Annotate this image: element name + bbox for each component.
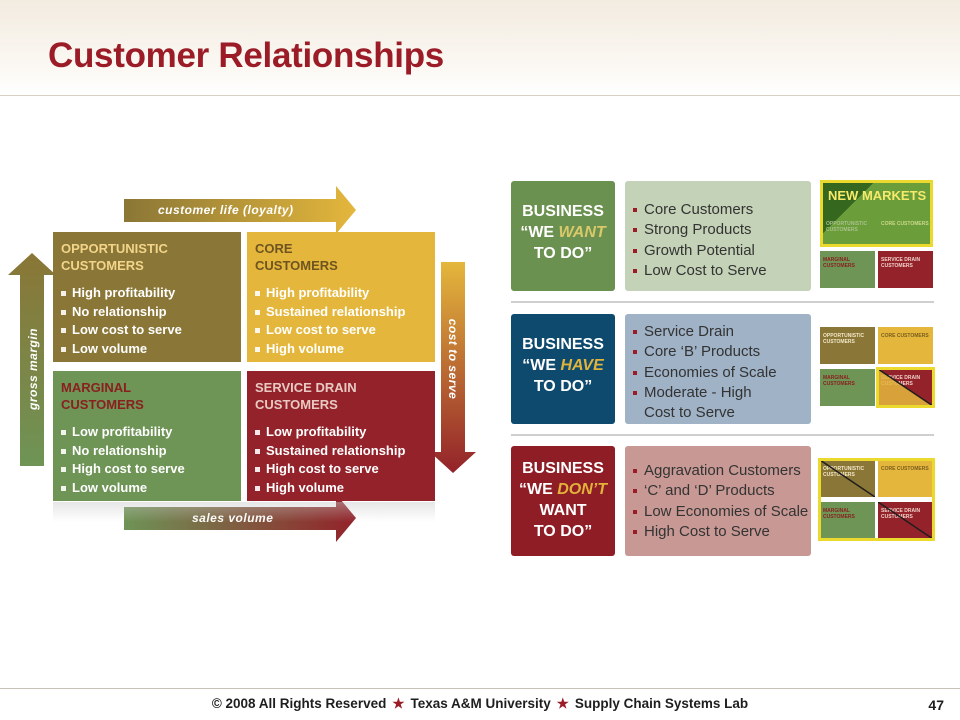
quadrant-title: MARGINAL CUSTOMERS — [61, 380, 144, 412]
list-item: High volume — [255, 340, 427, 359]
list-item: No relationship — [61, 303, 233, 322]
footer-divider — [0, 688, 960, 689]
highlight-frame — [876, 367, 935, 408]
list-item: Low Economies of Scale — [633, 502, 811, 522]
page-number: 47 — [928, 697, 944, 713]
business-have-box: BUSINESS “WE HAVE TO DO” — [511, 314, 615, 424]
quadrant-reflection — [53, 502, 435, 522]
quadrant-list: Low profitability No relationship High c… — [61, 423, 233, 497]
list-item: Low cost to serve — [61, 321, 233, 340]
row-divider — [511, 434, 934, 436]
list-item: High Cost to Serve — [633, 522, 811, 542]
customer-life-arrow — [124, 186, 356, 234]
business-dont-want-box: BUSINESS “WE DON’T WANT TO DO” — [511, 446, 615, 556]
quadrant-title: OPPORTUNISTIC CUSTOMERS — [61, 241, 168, 273]
mini-marginal-cell: MARGINAL CUSTOMERS — [820, 369, 875, 406]
quadrant-title: CORE CUSTOMERS — [255, 241, 338, 273]
list-item: Low profitability — [255, 423, 427, 442]
list-item: ‘C’ and ‘D’ Products — [633, 481, 811, 501]
list-item: Growth Potential — [633, 241, 811, 261]
list-item: High profitability — [61, 284, 233, 303]
mini-core-cell: CORE CUSTOMERS — [878, 327, 933, 364]
list-item: No relationship — [61, 442, 233, 461]
row-divider — [511, 301, 934, 303]
gross-margin-arrow — [8, 253, 56, 466]
highlight-service-drain-diagonal — [878, 369, 933, 406]
list-item: Low cost to serve — [255, 321, 427, 340]
mini-marginal-cell: MARGINAL CUSTOMERS — [820, 502, 875, 539]
mini-service-drain-cell: SERVICE DRAIN CUSTOMERS — [878, 251, 933, 288]
list-item: High volume — [255, 479, 427, 498]
list-item: Service Drain — [633, 322, 811, 342]
star-icon: ★ — [392, 696, 405, 711]
list-item: High cost to serve — [61, 460, 233, 479]
list-item: Core ‘B’ Products — [633, 342, 811, 362]
quadrant-list: High profitability Sustained relationshi… — [255, 284, 427, 358]
gross-margin-label: gross margin — [26, 327, 40, 411]
list-item: Core Customers — [633, 200, 811, 220]
highlight-frame — [818, 458, 935, 541]
cost-to-serve-label: cost to serve — [446, 318, 460, 400]
cost-to-serve-arrow — [430, 262, 476, 473]
star-icon: ★ — [556, 696, 569, 711]
list-item: Economies of Scale — [633, 363, 811, 383]
mini-core-cell: CORE CUSTOMERS — [881, 221, 929, 227]
list-item: Low Cost to Serve — [633, 261, 811, 281]
list-item: Strong Products — [633, 220, 811, 240]
mini-core-cell: CORE CUSTOMERS — [878, 460, 933, 497]
list-item: Moderate - High Cost to Serve — [633, 383, 783, 424]
quadrant-list: High profitability No relationship Low c… — [61, 284, 233, 358]
service-drain-customers-quadrant: SERVICE DRAIN CUSTOMERS Low profitabilit… — [247, 371, 435, 501]
sales-volume-arrow — [124, 494, 356, 542]
list-item: Sustained relationship — [255, 442, 427, 461]
list-item: Sustained relationship — [255, 303, 427, 322]
mini-marginal-cell: MARGINAL CUSTOMERS — [820, 251, 875, 288]
highlight-opportunistic-diagonal — [820, 460, 875, 497]
quadrant-list: Low profitability Sustained relationship… — [255, 423, 427, 497]
list-item: Low profitability — [61, 423, 233, 442]
list-item: High profitability — [255, 284, 427, 303]
list-item: Low volume — [61, 479, 233, 498]
slide-header — [0, 0, 960, 96]
marginal-customers-quadrant: MARGINAL CUSTOMERS Low profitability No … — [53, 371, 241, 501]
business-want-box: BUSINESS “WE WANT TO DO” — [511, 181, 615, 291]
footer: © 2008 All Rights Reserved★Texas A&M Uni… — [211, 696, 749, 711]
list-item: Low volume — [61, 340, 233, 359]
opportunistic-customers-quadrant: OPPORTUNISTIC CUSTOMERS High profitabili… — [53, 232, 241, 362]
highlight-service-drain-diagonal — [878, 502, 933, 539]
list-item: Aggravation Customers — [633, 461, 811, 481]
mini-opportunistic-cell: OPPORTUNISTIC CUSTOMERS — [826, 221, 868, 233]
sales-volume-label: sales volume — [192, 511, 273, 525]
new-markets-label: NEW MARKETS — [828, 188, 927, 203]
mini-opportunistic-cell: OPPORTUNISTIC CUSTOMERS — [820, 327, 875, 364]
customer-life-label: customer life (loyalty) — [158, 203, 294, 217]
business-have-details: Service Drain Core ‘B’ Products Economie… — [625, 314, 811, 424]
business-dont-want-details: Aggravation Customers ‘C’ and ‘D’ Produc… — [625, 446, 811, 556]
core-customers-quadrant: CORE CUSTOMERS High profitability Sustai… — [247, 232, 435, 362]
new-markets-box — [820, 180, 933, 247]
quadrant-title: SERVICE DRAIN CUSTOMERS — [255, 380, 357, 412]
list-item: High cost to serve — [255, 460, 427, 479]
slide-title: Customer Relationships — [48, 36, 444, 75]
business-want-details: Core Customers Strong Products Growth Po… — [625, 181, 811, 291]
